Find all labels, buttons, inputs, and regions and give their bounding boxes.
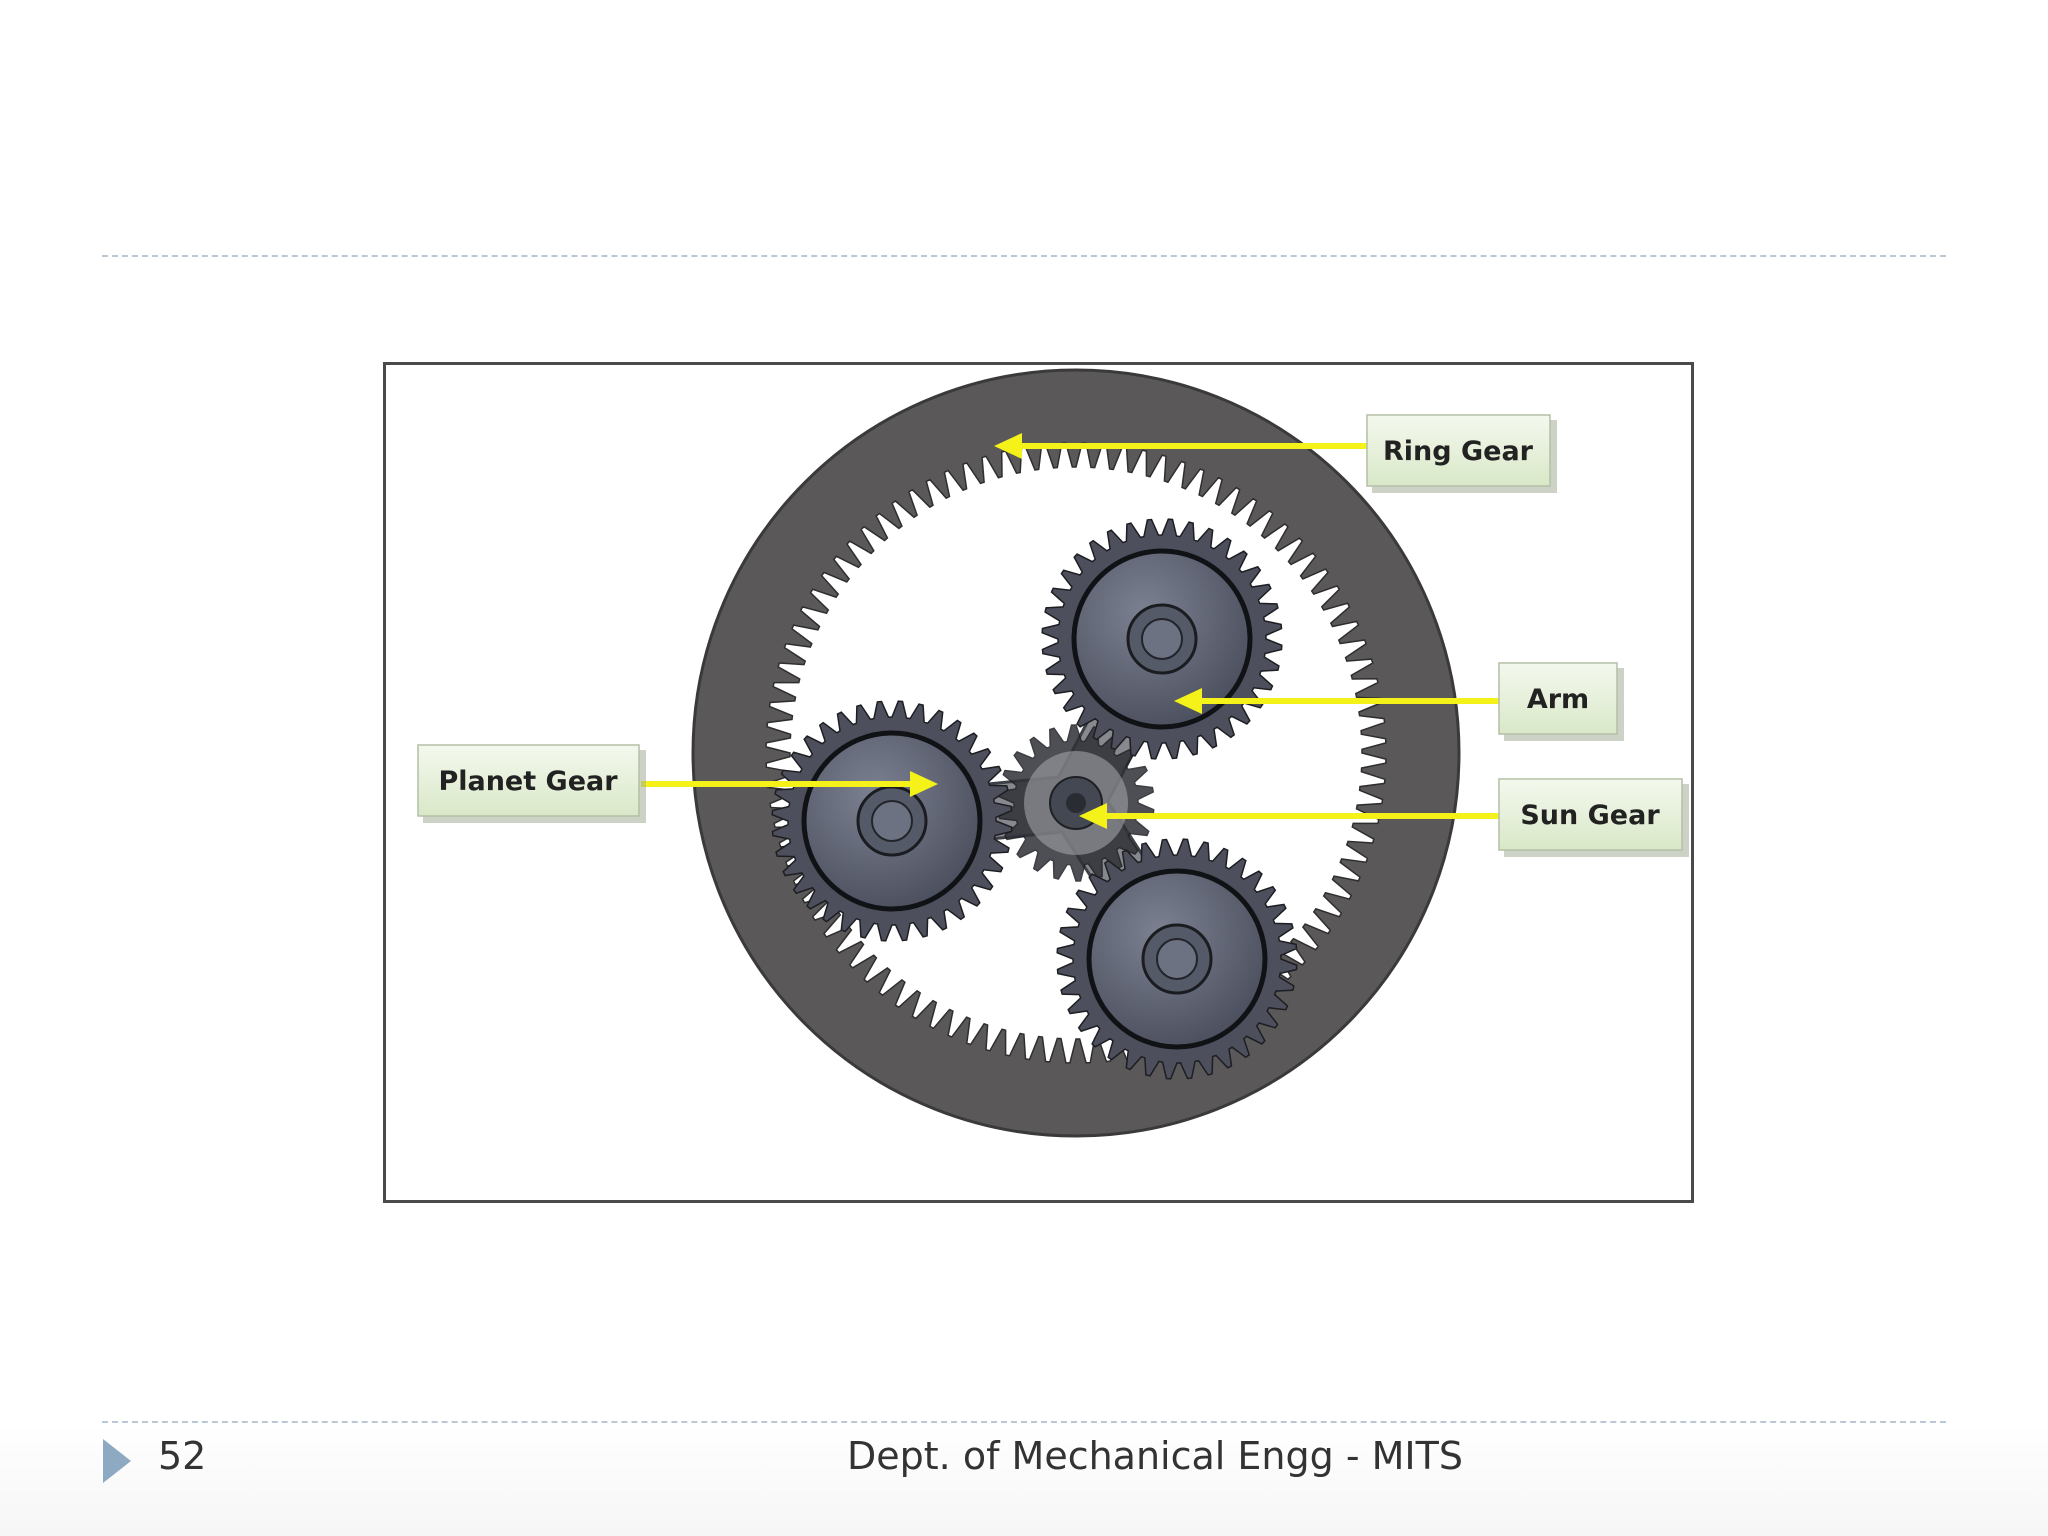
arm-arrow	[1174, 688, 1499, 714]
footer-text: Dept. of Mechanical Engg - MITS	[847, 1434, 1463, 1478]
ring-gear-label: Ring Gear	[1383, 436, 1534, 467]
planet-gear-arrow	[641, 771, 938, 797]
sun-gear-callout: Sun Gear	[1498, 778, 1689, 857]
footer-band	[0, 1424, 2048, 1536]
arm-callout: Arm	[1498, 662, 1624, 741]
planet-gear-top	[1041, 518, 1283, 760]
ring-gear-callout: Ring Gear	[1366, 414, 1557, 493]
footer-triangle-icon	[103, 1439, 131, 1483]
planet-gear-bottom	[1056, 838, 1298, 1080]
planet-gear-left	[771, 700, 1013, 942]
top-divider	[102, 255, 1946, 257]
footer-divider	[102, 1421, 1946, 1423]
planet-gear-label: Planet Gear	[438, 766, 618, 797]
arm-label: Arm	[1527, 684, 1589, 715]
ring-gear-arrow	[994, 433, 1367, 459]
sun-gear-arrow	[1079, 803, 1499, 829]
page-number: 52	[158, 1434, 207, 1478]
planet-gear-callout: Planet Gear	[417, 744, 646, 823]
sun-gear	[997, 724, 1155, 882]
sun-gear-label: Sun Gear	[1520, 800, 1660, 831]
planetary-gear-diagram: Ring Gear Arm Planet Gear Sun Gear	[417, 368, 1689, 1138]
planetary-gear-figure: Ring Gear Arm Planet Gear Sun Gear	[383, 362, 1694, 1203]
